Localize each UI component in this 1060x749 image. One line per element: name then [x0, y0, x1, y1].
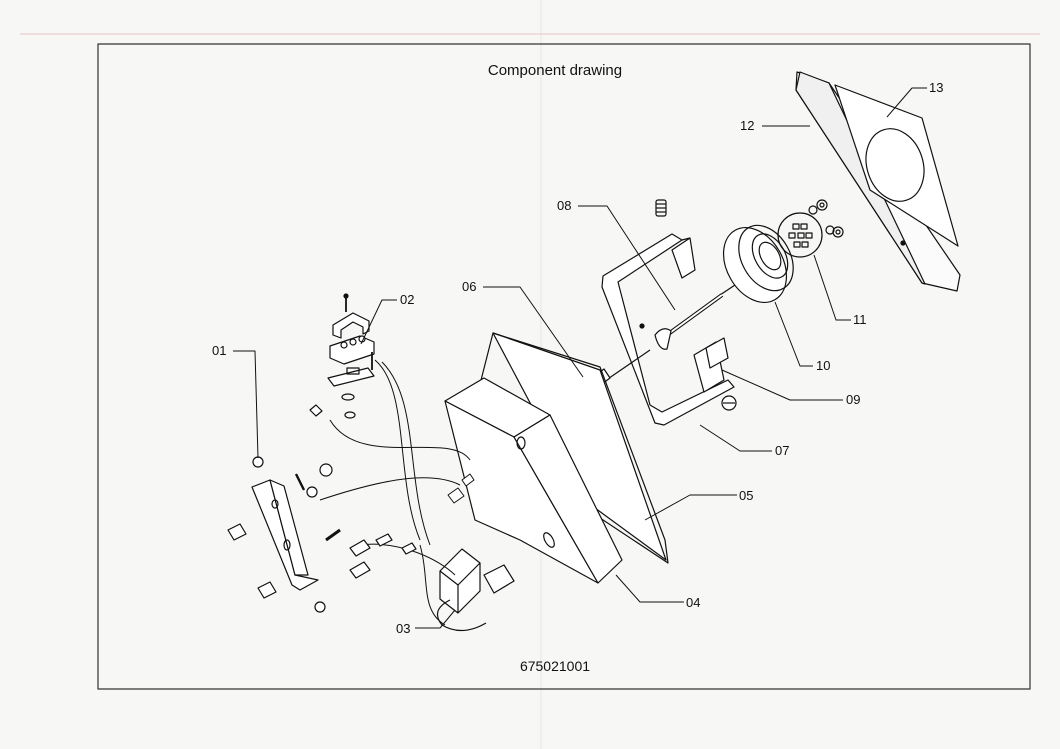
callout-07: 07: [775, 443, 790, 458]
wiring: [319, 359, 475, 626]
drawing-frame: [97, 43, 1031, 690]
callout-09: 09: [846, 392, 861, 407]
callout-08: 08: [557, 198, 572, 213]
callout-01: 01: [212, 343, 227, 358]
drawing-number: 675021001: [519, 658, 591, 674]
part-04-housing-box: [444, 377, 623, 584]
part-13-trim-frame: [834, 84, 959, 247]
callout-04: 04: [686, 595, 701, 610]
callout-05: 05: [739, 488, 754, 503]
page-title: Component drawing: [487, 62, 623, 79]
part-10-lamp-head: [719, 224, 794, 303]
part-02-terminal-block: [309, 293, 375, 419]
callout-03: 03: [396, 621, 411, 636]
part-07-bracket: [601, 199, 737, 426]
callout-12: 12: [740, 118, 755, 133]
part-03-driver: [436, 548, 515, 632]
part-09-clip: [705, 337, 729, 369]
callout-06: 06: [462, 279, 477, 294]
part-01-base-bracket: [227, 456, 417, 613]
callout-13: 13: [929, 80, 944, 95]
callout-02: 02: [400, 292, 415, 307]
callout-11: 11: [853, 312, 867, 327]
part-08-arm-rod: [654, 293, 724, 350]
leader-lines: [233, 87, 927, 629]
callout-10: 10: [816, 358, 831, 373]
